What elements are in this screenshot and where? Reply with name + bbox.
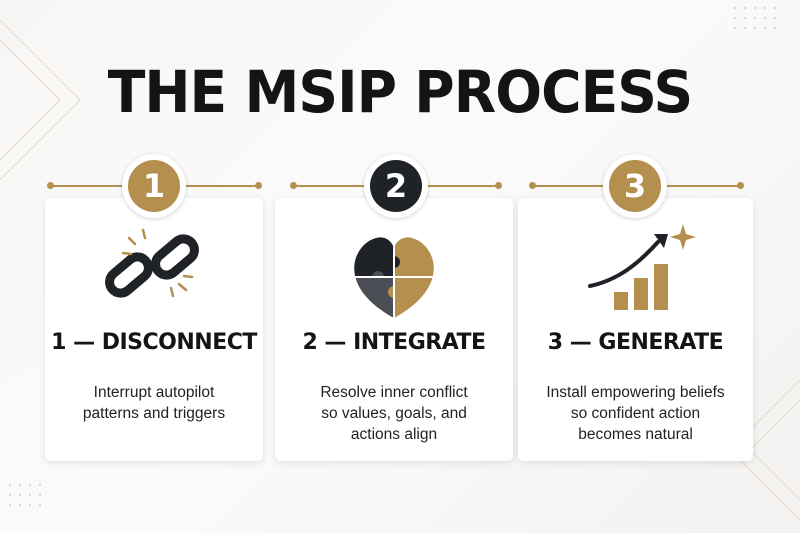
step-description: Resolve inner conflict so values, goals,… [285, 382, 503, 445]
step-number: 1 [128, 160, 180, 212]
step-description: Install empowering beliefs so confident … [528, 382, 743, 445]
step-card-disconnect: 1 — DISCONNECT Interrupt autopilot patte… [45, 198, 263, 461]
description-line: Install empowering beliefs [546, 384, 725, 401]
description-line: becomes natural [578, 426, 693, 443]
connector-dot [290, 182, 297, 189]
description-line: Resolve inner conflict [320, 384, 468, 401]
puzzle-heart-icon [354, 237, 434, 318]
connector-dot [529, 182, 536, 189]
step-heading: 2 — INTEGRATE [302, 330, 486, 355]
broken-chain-icon [105, 228, 199, 298]
connector-dot [495, 182, 502, 189]
description-line: patterns and triggers [82, 405, 226, 422]
step-number: 3 [609, 160, 661, 212]
step-card-integrate: 2 — INTEGRATE Resolve inner conflict so … [275, 198, 513, 461]
step-description: Interrupt autopilot patterns and trigger… [55, 382, 253, 424]
description-line: so values, goals, and [321, 405, 467, 422]
step-heading: 3 — GENERATE [547, 330, 724, 355]
step-badge-3: 3 [603, 154, 667, 218]
connector-dot [737, 182, 744, 189]
description-line: so confident action [570, 405, 701, 422]
step-card-generate: 3 — GENERATE Install empowering beliefs … [518, 198, 753, 461]
page-title: THE MSIP PROCESS [107, 58, 693, 126]
step-badge-2: 2 [364, 154, 428, 218]
connector-dot [255, 182, 262, 189]
step-badge-1: 1 [122, 154, 186, 218]
connector-dot [47, 182, 54, 189]
growth-chart-icon [588, 224, 696, 310]
step-heading: 1 — DISCONNECT [51, 330, 257, 355]
step-number: 2 [370, 160, 422, 212]
description-line: actions align [350, 426, 438, 443]
description-line: Interrupt autopilot [93, 384, 215, 401]
